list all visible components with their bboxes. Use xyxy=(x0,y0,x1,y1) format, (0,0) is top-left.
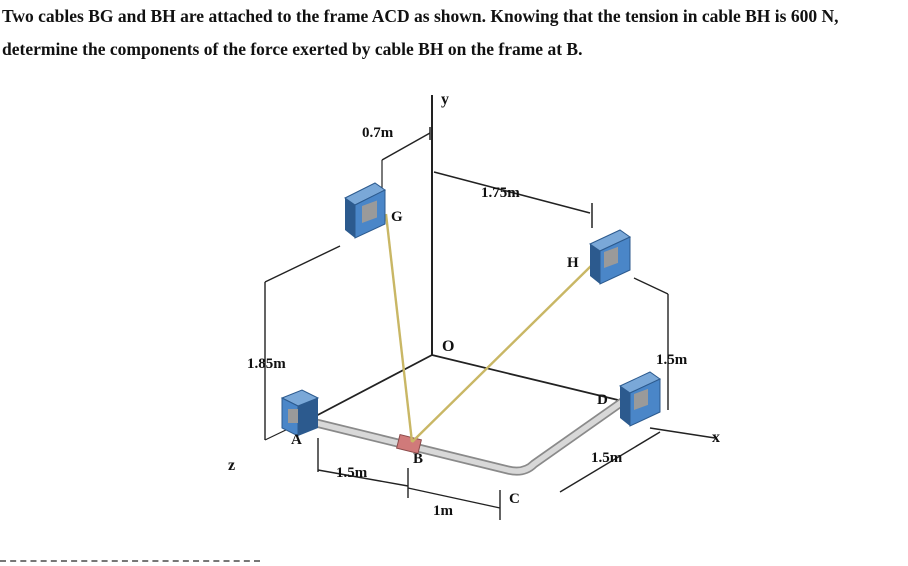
z-axis-to-a xyxy=(311,354,433,419)
point-label-h: H xyxy=(567,255,579,271)
dim-label-1m: 1m xyxy=(433,503,454,519)
bracket-h xyxy=(589,229,631,285)
point-label-d: D xyxy=(597,392,608,408)
dim-1.85-top xyxy=(264,245,341,283)
x-axis-to-d xyxy=(431,354,619,401)
dim-label-1.85m: 1.85m xyxy=(247,356,286,372)
point-label-o: O xyxy=(442,338,454,355)
x-axis xyxy=(649,427,716,439)
cable-bh xyxy=(411,264,593,443)
dim-0.7-line xyxy=(381,132,431,161)
bracket-d xyxy=(619,371,661,427)
dim-label-0.7m: 0.7m xyxy=(362,125,394,141)
dim-label-1.5m-bottom-left: 1.5m xyxy=(336,465,368,481)
problem-statement: Two cables BG and BH are attached to the… xyxy=(2,6,839,59)
cable-bg xyxy=(384,213,414,443)
dim-1.5-br-line xyxy=(559,431,661,493)
axis-label-x: x xyxy=(712,429,720,446)
frame-rod xyxy=(309,399,625,474)
bottom-divider xyxy=(0,560,260,562)
axis-label-z: z xyxy=(228,457,235,474)
point-label-g: G xyxy=(391,209,403,225)
point-label-a: A xyxy=(291,432,302,448)
dim-label-1.5m-right: 1.5m xyxy=(656,352,688,368)
dim-1.75-line xyxy=(433,171,591,214)
point-label-b: B xyxy=(413,451,423,467)
axis-label-y: y xyxy=(441,91,449,108)
dim-1-line xyxy=(407,487,501,509)
dim-label-1.5m-bottom-right: 1.5m xyxy=(591,450,623,466)
bracket-a xyxy=(280,389,320,437)
dim-1.5-bl-line xyxy=(317,469,409,487)
dim-label-1.75m: 1.75m xyxy=(481,185,520,201)
dim-1.5-right-top xyxy=(633,277,669,295)
point-label-c: C xyxy=(509,491,520,507)
bracket-g xyxy=(344,182,386,239)
